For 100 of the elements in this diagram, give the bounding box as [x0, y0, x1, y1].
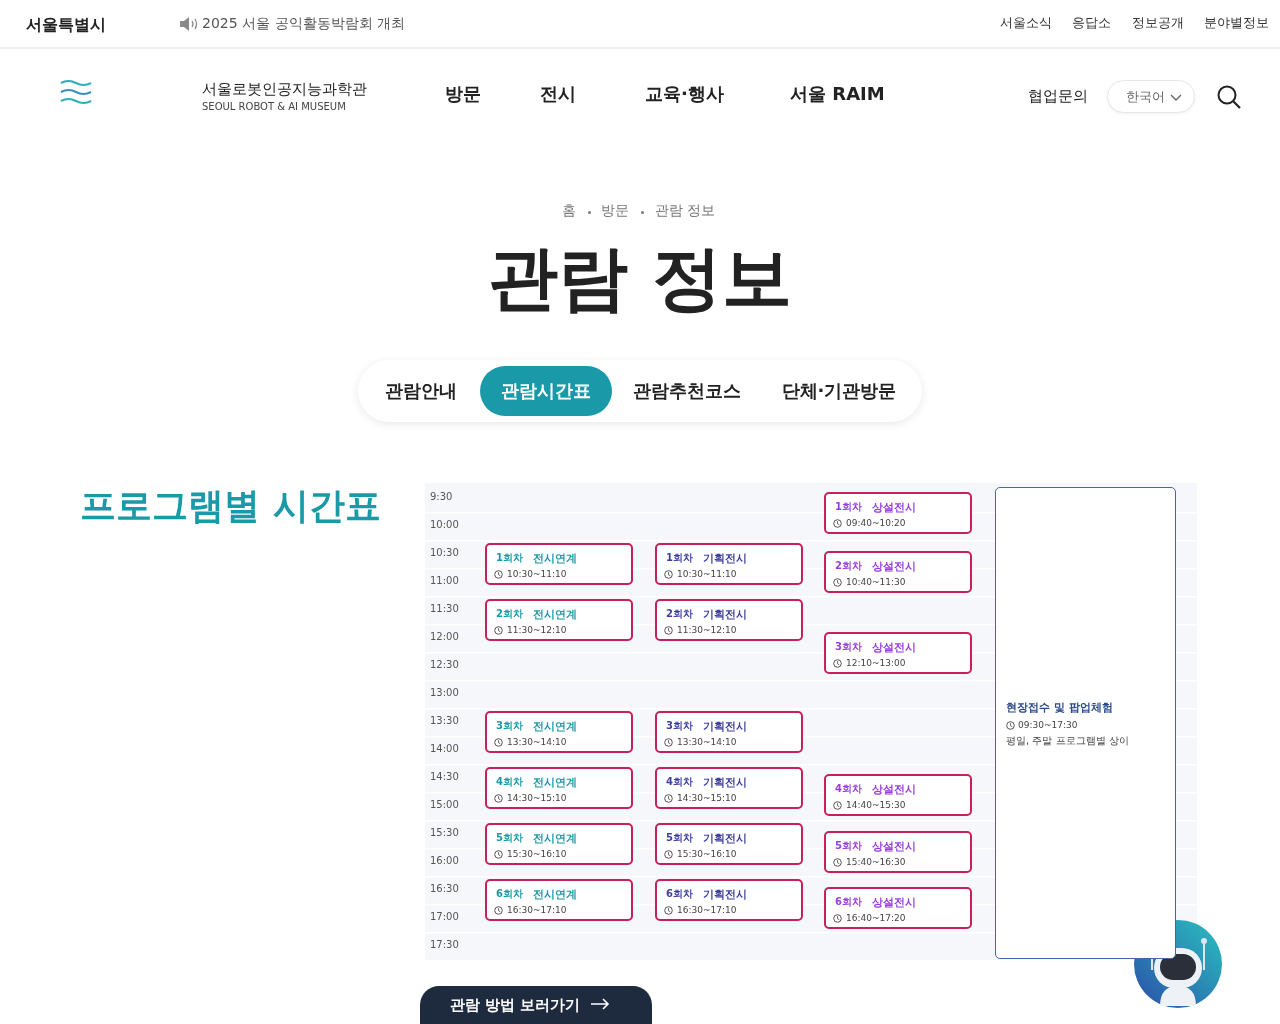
time-range: 13:30~14:10	[507, 737, 567, 747]
panel-note: 평일, 주말 프로그램별 상이	[1006, 734, 1129, 748]
schedule-card	[485, 711, 633, 753]
time-label: 17:30	[430, 939, 459, 950]
time-range: 15:40~16:30	[846, 857, 906, 867]
program-name: 전시연계	[533, 607, 577, 622]
nav-link: 서울 RAIM	[790, 84, 885, 104]
nav-link: 전시	[540, 84, 576, 104]
time-label: 11:30	[430, 603, 459, 614]
time-label: 10:30	[430, 547, 459, 558]
nav-link: 방문	[445, 84, 481, 104]
time-label: 16:00	[430, 855, 459, 866]
time-range: 11:30~12:10	[677, 625, 737, 635]
program-name: 상설전시	[872, 640, 916, 655]
time-range: 09:40~10:20	[846, 518, 906, 528]
top-link: 정보공개	[1132, 16, 1184, 31]
session-number: 1회차	[835, 500, 862, 514]
time-label: 10:00	[430, 519, 459, 530]
time-range: 11:30~12:10	[507, 625, 567, 635]
schedule-card	[824, 831, 972, 873]
session-number: 4회차	[666, 775, 693, 789]
time-label: 12:00	[430, 631, 459, 642]
top-link: 응답소	[1072, 16, 1111, 31]
session-number: 6회차	[666, 887, 693, 901]
schedule-card	[485, 767, 633, 809]
time-label: 16:30	[430, 883, 459, 894]
nav-link: 교육·행사	[645, 84, 724, 104]
program-name: 전시연계	[533, 551, 577, 566]
time-range: 16:30~17:10	[677, 905, 737, 915]
top-link: 분야별정보	[1204, 16, 1269, 31]
schedule-card	[824, 492, 972, 534]
time-range: 09:30~17:30	[1018, 720, 1078, 730]
session-number: 2회차	[496, 607, 523, 621]
program-name: 전시연계	[533, 831, 577, 846]
program-name: 기획전시	[703, 831, 747, 846]
site-name: 서울특별시	[26, 16, 106, 34]
program-name: 기획전시	[703, 775, 747, 790]
program-name: 상설전시	[872, 559, 916, 574]
schedule-card	[655, 823, 803, 865]
time-range: 10:30~11:10	[677, 569, 737, 579]
breadcrumb-link: 홈	[562, 203, 576, 219]
time-label: 14:30	[430, 771, 459, 782]
program-name: 전시연계	[533, 887, 577, 902]
session-number: 3회차	[835, 640, 862, 654]
panel-title: 현장접수 및 팝업체험	[1006, 700, 1114, 715]
program-name: 상설전시	[872, 782, 916, 797]
tab: 관람추천코스	[616, 366, 758, 416]
session-number: 4회차	[835, 782, 862, 796]
time-range: 13:30~14:10	[677, 737, 737, 747]
time-range: 15:30~16:10	[507, 849, 567, 859]
time-range: 14:30~15:10	[507, 793, 567, 803]
session-number: 5회차	[835, 839, 862, 853]
view-directions-button: 관람 방법 보러가기	[420, 986, 652, 1024]
schedule-card	[655, 767, 803, 809]
page-title: 관람 정보	[487, 240, 793, 317]
time-range: 14:40~15:30	[846, 800, 906, 810]
museum-subtitle: SEOUL ROBOT & AI MUSEUM	[202, 101, 346, 112]
time-range: 15:30~16:10	[677, 849, 737, 859]
time-range: 10:30~11:10	[507, 569, 567, 579]
session-number: 5회차	[666, 831, 693, 845]
time-range: 14:30~15:10	[677, 793, 737, 803]
session-number: 3회차	[496, 719, 523, 733]
session-number: 1회차	[666, 551, 693, 565]
time-label: 9:30	[430, 491, 453, 502]
schedule-card	[655, 711, 803, 753]
section-heading: 프로그램별 시간표	[80, 486, 381, 526]
time-label: 17:00	[430, 911, 459, 922]
schedule-card	[485, 599, 633, 641]
nav-link: 협업문의	[1028, 88, 1088, 105]
session-number: 1회차	[496, 551, 523, 565]
program-name: 상설전시	[872, 839, 916, 854]
program-name: 상설전시	[872, 895, 916, 910]
session-number: 4회차	[496, 775, 523, 789]
program-name: 기획전시	[703, 551, 747, 566]
time-range: 16:30~17:10	[507, 905, 567, 915]
program-panel	[995, 487, 1176, 959]
session-number: 2회차	[666, 607, 693, 621]
language-select: 한국어	[1107, 80, 1195, 113]
time-label: 15:00	[430, 799, 459, 810]
schedule-card	[655, 543, 803, 585]
time-label: 11:00	[430, 575, 459, 586]
session-number: 6회차	[835, 895, 862, 909]
program-name: 기획전시	[703, 607, 747, 622]
tab-active: 관람시간표	[480, 366, 612, 416]
time-label: 13:30	[430, 715, 459, 726]
session-number: 5회차	[496, 831, 523, 845]
program-name: 전시연계	[533, 719, 577, 734]
program-name: 상설전시	[872, 500, 916, 515]
time-label: 12:30	[430, 659, 459, 670]
time-range: 12:10~13:00	[846, 658, 906, 668]
schedule-card	[485, 823, 633, 865]
session-number: 3회차	[666, 719, 693, 733]
schedule-card	[655, 599, 803, 641]
top-link: 서울소식	[1000, 16, 1052, 31]
tab: 관람안내	[364, 366, 478, 416]
program-name: 기획전시	[703, 719, 747, 734]
notice-text: 2025 서울 공익활동박람회 개최	[202, 16, 405, 32]
time-label: 13:00	[430, 687, 459, 698]
museum-name: 서울로봇인공지능과학관	[202, 81, 367, 98]
program-name: 전시연계	[533, 775, 577, 790]
